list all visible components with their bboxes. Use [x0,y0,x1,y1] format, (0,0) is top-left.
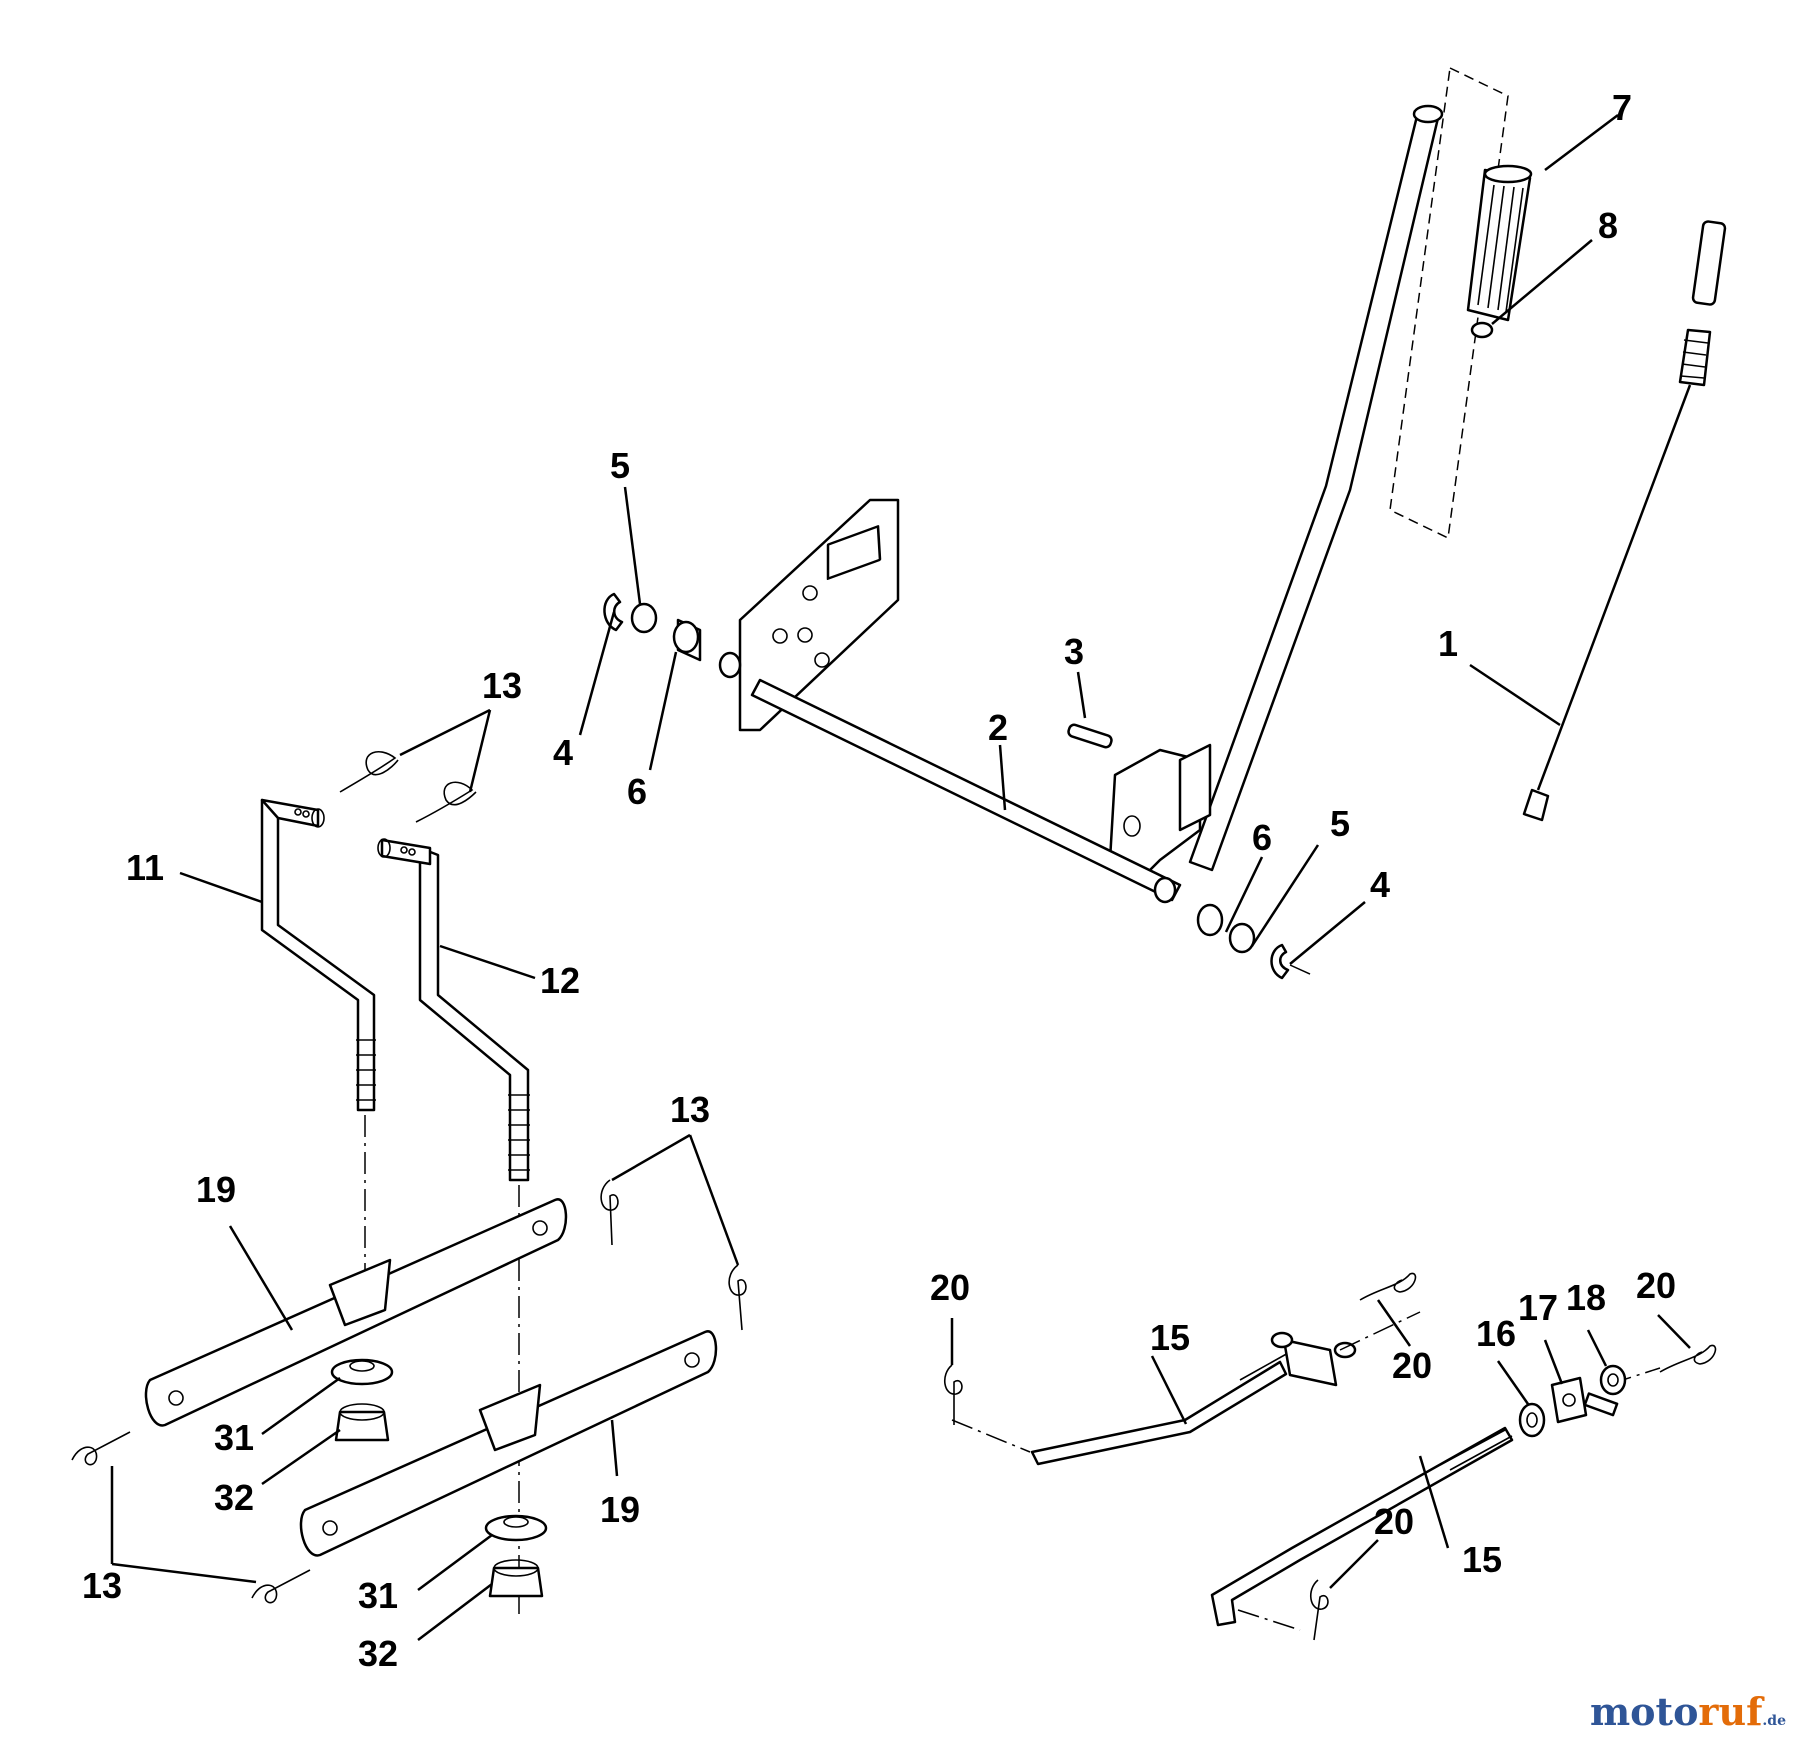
lift-handle [1108,104,1444,882]
hex-nut [1470,321,1494,339]
hairpin-clip [728,1264,747,1331]
hairpin-clip [944,1364,963,1425]
spacer-lower [484,1514,548,1542]
callout-19: 19 [196,1169,236,1210]
adjustment-nut-small [1599,1364,1627,1396]
callout-6: 6 [627,771,647,812]
watermark-brand-a: moto [1589,1689,1699,1734]
lift-link-right [377,838,530,1182]
callout-1: 1 [1438,623,1458,664]
roll-pin [1067,723,1113,749]
callout-12: 12 [540,960,580,1001]
callout-31: 31 [214,1417,254,1458]
callout-11: 11 [126,847,164,888]
callout-2: 2 [988,707,1008,748]
washer-right [1228,922,1256,954]
callout-5: 5 [1330,803,1350,844]
callout-16: 16 [1476,1313,1516,1354]
bushing-right [1196,903,1224,937]
hairpin-clip [71,1431,131,1466]
callout-20: 20 [930,1267,970,1308]
adjustment-block [1550,1376,1619,1424]
callout-8: 8 [1598,205,1618,246]
watermark-suffix: .de [1762,1713,1786,1729]
hairpin-clip [415,781,477,823]
hairpin-clip [600,1179,619,1246]
watermark-brand-b: ruf [1698,1689,1763,1734]
washer-left [630,602,658,634]
watermark-logo: motoruf.de [1590,1689,1786,1734]
adjustment-rod-lower [1210,1426,1514,1627]
hairpin-clip [1359,1272,1417,1301]
callout-5: 5 [610,445,630,486]
callout-32: 32 [214,1477,254,1518]
hairpin-clip [1659,1344,1717,1373]
callout-6: 6 [1252,817,1272,858]
leader-lines [110,114,1691,1641]
callout-20: 20 [1636,1265,1676,1306]
hairpin-clip [1310,1579,1329,1641]
callout-13: 13 [82,1565,122,1606]
callout-18: 18 [1566,1277,1606,1318]
callout-4: 4 [1370,864,1390,905]
spacer-upper [330,1358,394,1386]
callout-labels: 1 2 3 4 4 5 5 6 6 7 8 11 12 13 13 13 15 … [82,87,1676,1674]
handle-phantom-outline [1389,66,1509,540]
klip-ring-right [1270,943,1290,980]
callout-20: 20 [1392,1345,1432,1386]
callout-4: 4 [553,732,573,773]
callout-3: 3 [1064,631,1084,672]
callout-17: 17 [1518,1287,1558,1328]
callout-31: 31 [358,1575,398,1616]
callout-13: 13 [670,1089,710,1130]
grip [1466,164,1533,322]
lift-cable [1522,220,1727,822]
hex-nut-upper [334,1403,390,1442]
adjustment-rod-upper [1030,1331,1357,1466]
callout-15: 15 [1150,1317,1190,1358]
hairpin-clip [339,750,399,793]
callout-7: 7 [1612,87,1632,128]
callout-32: 32 [358,1633,398,1674]
callout-13: 13 [482,665,522,706]
hairpin-clip [251,1569,311,1604]
adjustment-nut [1518,1402,1546,1438]
lift-link-left [260,798,376,1112]
lift-arm-upper [144,1198,568,1427]
mounting-plate [738,498,900,732]
lift-shaft [718,651,1182,904]
callout-15: 15 [1462,1539,1502,1580]
callout-19: 19 [600,1489,640,1530]
callout-20: 20 [1374,1501,1414,1542]
hex-nut-lower [488,1559,544,1598]
lift-arm-lower [299,1330,718,1557]
